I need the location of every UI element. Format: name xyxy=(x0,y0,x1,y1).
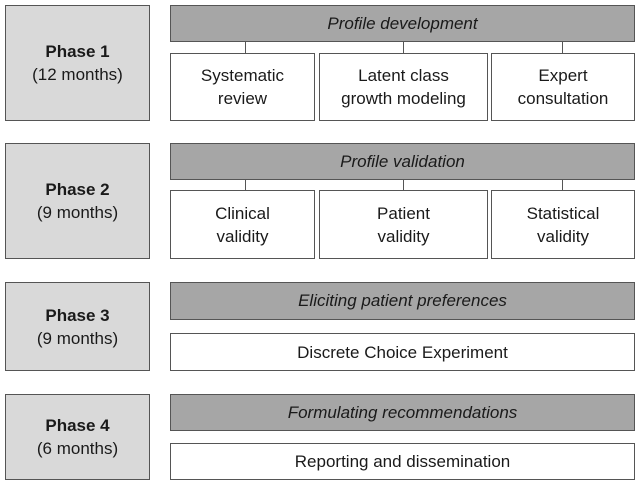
phase-4-box: Phase 4 (6 months) xyxy=(5,394,150,480)
phase-2-connector-2 xyxy=(403,180,404,190)
phase-2-duration: (9 months) xyxy=(36,203,119,222)
phase-3-box: Phase 3 (9 months) xyxy=(5,282,150,371)
phase-1-connector-1 xyxy=(245,42,246,53)
phase-1-connector-3 xyxy=(562,42,563,53)
phase-2-box: Phase 2 (9 months) xyxy=(5,143,150,259)
task-line-2: review xyxy=(217,89,268,108)
phase-1-duration: (12 months) xyxy=(32,65,123,84)
phase-2-header: Profile validation xyxy=(170,143,635,180)
task-line-1: Patient xyxy=(377,203,430,223)
phase-2-task-statistical-validity: Statistical validity xyxy=(491,190,635,259)
task-line-1: Statistical xyxy=(526,203,600,223)
task-line-1: Expert xyxy=(538,66,588,85)
phase-4-header: Formulating recommendations xyxy=(170,394,635,431)
phase-2-task-clinical-validity: Clinical validity xyxy=(170,190,315,259)
task-line-2: validity xyxy=(537,226,589,246)
phase-3-title: Phase 3 xyxy=(45,305,110,325)
phase-1-header-label: Profile development xyxy=(327,13,478,33)
phase-1-task-latent-class: Latent class growth modeling xyxy=(319,53,488,121)
phase-3-duration: (9 months) xyxy=(36,328,119,348)
phase-3-header-label: Eliciting patient preferences xyxy=(298,291,507,310)
task-line-2: consultation xyxy=(517,89,609,108)
phase-2-title: Phase 2 xyxy=(45,180,110,199)
phase-3-task-discrete-choice: Discrete Choice Experiment xyxy=(170,333,635,371)
phase-4-title: Phase 4 xyxy=(45,416,110,435)
phase-1-header: Profile development xyxy=(170,5,635,42)
phase-1-task-expert-consultation: Expert consultation xyxy=(491,53,635,121)
phase-2-header-label: Profile validation xyxy=(340,151,465,171)
phase-3-header: Eliciting patient preferences xyxy=(170,282,635,320)
phase-2-connector-1 xyxy=(245,180,246,190)
phase-1-connector-2 xyxy=(403,42,404,53)
task-line-2: validity xyxy=(216,226,269,246)
phase-1-task-systematic-review: Systematic review xyxy=(170,53,315,121)
phase-4-task-reporting: Reporting and dissemination xyxy=(170,443,635,480)
phase-4-header-label: Formulating recommendations xyxy=(287,402,518,422)
phase-2-connector-3 xyxy=(562,180,563,190)
task-line-1: Reporting and dissemination xyxy=(294,452,511,471)
phase-2-task-patient-validity: Patient validity xyxy=(319,190,488,259)
task-line-2: growth modeling xyxy=(341,89,466,108)
task-line-2: validity xyxy=(377,226,430,246)
task-line-1: Clinical xyxy=(215,203,270,223)
phase-1-title: Phase 1 xyxy=(45,42,110,61)
task-line-1: Discrete Choice Experiment xyxy=(297,342,508,362)
task-line-1: Latent class xyxy=(358,66,449,85)
phase-1-box: Phase 1 (12 months) xyxy=(5,5,150,121)
phase-4-duration: (6 months) xyxy=(36,439,119,458)
task-line-1: Systematic xyxy=(200,66,285,85)
